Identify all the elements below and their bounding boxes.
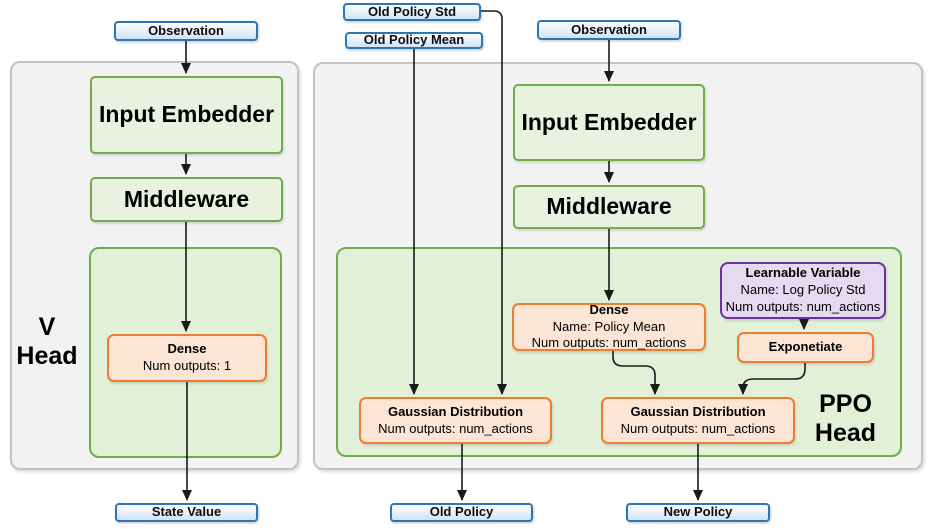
gaussian-old-title: Gaussian Distribution bbox=[387, 403, 524, 419]
gaussian-new-sub: Num outputs: num_actions bbox=[620, 420, 776, 436]
arrow-old-policy-std-to-gaussian bbox=[481, 10, 507, 395]
state-value-node: State Value bbox=[115, 503, 258, 522]
new-policy-output-node: New Policy bbox=[626, 503, 770, 522]
observation-node-v-label: Observation bbox=[148, 22, 224, 38]
v-head-label-line1: V bbox=[38, 313, 56, 341]
dense-node-ppo: Dense Name: Policy Mean Num outputs: num… bbox=[512, 301, 706, 351]
new-policy-output-label: New Policy bbox=[663, 504, 733, 520]
observation-node-v: Observation bbox=[114, 21, 258, 41]
dense-node-ppo-sub1: Name: Policy Mean bbox=[552, 318, 666, 334]
dense-node-ppo-title: Dense bbox=[589, 301, 629, 317]
gaussian-old-sub: Num outputs: num_actions bbox=[378, 420, 533, 436]
ppo-head-label: PPO Head bbox=[793, 390, 898, 448]
old-policy-mean-node: Old Policy Mean bbox=[345, 32, 483, 49]
gaussian-distribution-new-node: Gaussian Distribution Num outputs: num_a… bbox=[601, 397, 795, 444]
input-embedder-node-v: Input Embedder bbox=[90, 76, 283, 154]
old-policy-mean-node-label: Old Policy Mean bbox=[363, 32, 465, 48]
middleware-node-ppo-label: Middleware bbox=[546, 193, 672, 220]
exponetiate-node-label: Exponetiate bbox=[768, 339, 843, 355]
observation-node-ppo: Observation bbox=[537, 20, 681, 40]
input-embedder-node-v-label: Input Embedder bbox=[98, 101, 275, 128]
arrow-exponetiate-to-gaussian-new bbox=[738, 363, 806, 395]
v-head-label-line2: Head bbox=[16, 342, 78, 370]
old-policy-output-node: Old Policy bbox=[390, 503, 533, 522]
dense-node-ppo-sub2: Num outputs: num_actions bbox=[531, 335, 687, 351]
gaussian-distribution-old-node: Gaussian Distribution Num outputs: num_a… bbox=[359, 397, 552, 444]
dense-node-v-sub: Num outputs: 1 bbox=[142, 358, 232, 373]
arrow-dense-to-gaussian-new bbox=[612, 351, 660, 395]
ppo-head-label-line1: PPO bbox=[819, 390, 872, 418]
old-policy-output-label: Old Policy bbox=[429, 504, 494, 520]
ppo-head-label-line2: Head bbox=[814, 419, 877, 447]
middleware-node-ppo: Middleware bbox=[513, 185, 705, 229]
old-policy-std-node-label: Old Policy Std bbox=[367, 3, 457, 19]
learnable-variable-node-title: Learnable Variable bbox=[745, 265, 861, 281]
v-head-label: V Head bbox=[6, 313, 88, 371]
learnable-variable-node-sub2: Num outputs: num_actions bbox=[725, 298, 881, 314]
dense-node-v: Dense Num outputs: 1 bbox=[107, 334, 267, 382]
learnable-variable-node-sub1: Name: Log Policy Std bbox=[740, 282, 866, 298]
gaussian-new-title: Gaussian Distribution bbox=[630, 403, 766, 419]
learnable-variable-node: Learnable Variable Name: Log Policy Std … bbox=[720, 262, 886, 319]
input-embedder-node-ppo: Input Embedder bbox=[513, 84, 705, 161]
dense-node-v-title: Dense bbox=[167, 341, 207, 357]
exponetiate-node: Exponetiate bbox=[737, 332, 874, 363]
middleware-node-v-label: Middleware bbox=[123, 185, 250, 212]
middleware-node-v: Middleware bbox=[90, 177, 283, 222]
state-value-node-label: State Value bbox=[151, 504, 222, 520]
input-embedder-node-ppo-label: Input Embedder bbox=[521, 108, 697, 135]
old-policy-std-node: Old Policy Std bbox=[343, 3, 481, 21]
observation-node-ppo-label: Observation bbox=[571, 21, 647, 37]
